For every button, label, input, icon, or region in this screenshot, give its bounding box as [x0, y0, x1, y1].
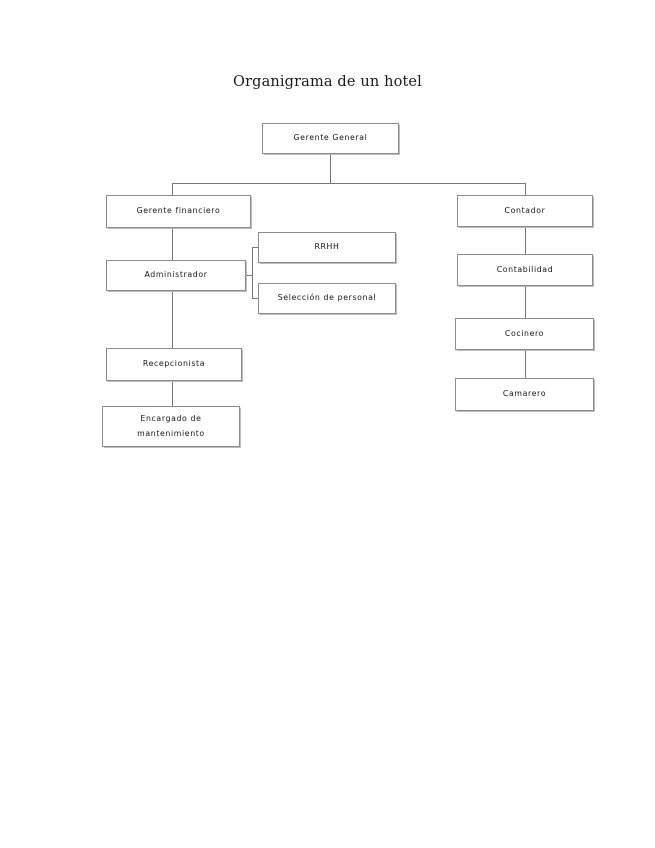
page-title: Organigrama de un hotel — [233, 74, 422, 90]
node-gerente-general[interactable]: Gerente General — [262, 123, 399, 154]
node-label: Contabilidad — [496, 264, 554, 274]
node-label: Cocinero — [504, 328, 545, 338]
node-administrador[interactable]: Administrador — [106, 260, 246, 291]
node-label: Selección de personal — [277, 293, 377, 303]
node-label: Recepcionista — [142, 359, 206, 369]
connector-admin-stub — [246, 275, 253, 276]
connector-recep-encarg — [172, 381, 173, 407]
node-label: Gerente financiero — [136, 206, 221, 216]
connector-contab-cocin — [525, 286, 526, 319]
node-cocinero[interactable]: Cocinero — [455, 318, 594, 350]
node-label: Gerente General — [293, 133, 368, 143]
node-label: Camarero — [502, 389, 547, 399]
node-contador[interactable]: Contador — [457, 195, 593, 227]
node-label: RRHH — [314, 242, 340, 252]
node-gerente-financiero[interactable]: Gerente financiero — [106, 195, 251, 228]
connector-cont-contab — [525, 227, 526, 255]
node-seleccion-personal[interactable]: Selección de personal — [258, 283, 396, 314]
connector-gg-drop-left — [172, 183, 173, 196]
node-label: Encargado de mantenimiento — [137, 414, 205, 438]
connector-rrhh-stub — [252, 247, 259, 248]
node-recepcionista[interactable]: Recepcionista — [106, 348, 242, 381]
node-camarero[interactable]: Camarero — [455, 378, 594, 411]
connector-admin-bus — [252, 247, 253, 299]
node-rrhh[interactable]: RRHH — [258, 232, 396, 263]
connector-cocin-camar — [525, 350, 526, 379]
node-encargado-mantenimiento[interactable]: Encargado de mantenimiento — [102, 406, 240, 447]
connector-gf-admin — [172, 228, 173, 261]
node-label: Administrador — [144, 270, 208, 280]
connector-gg-bus — [172, 183, 526, 184]
connector-gg-drop-right — [525, 183, 526, 196]
node-label: Contador — [504, 205, 546, 215]
connector-sel-stub — [252, 298, 259, 299]
connector-admin-recep — [172, 291, 173, 349]
connector-gg-stem — [330, 154, 331, 184]
node-contabilidad[interactable]: Contabilidad — [457, 254, 593, 286]
